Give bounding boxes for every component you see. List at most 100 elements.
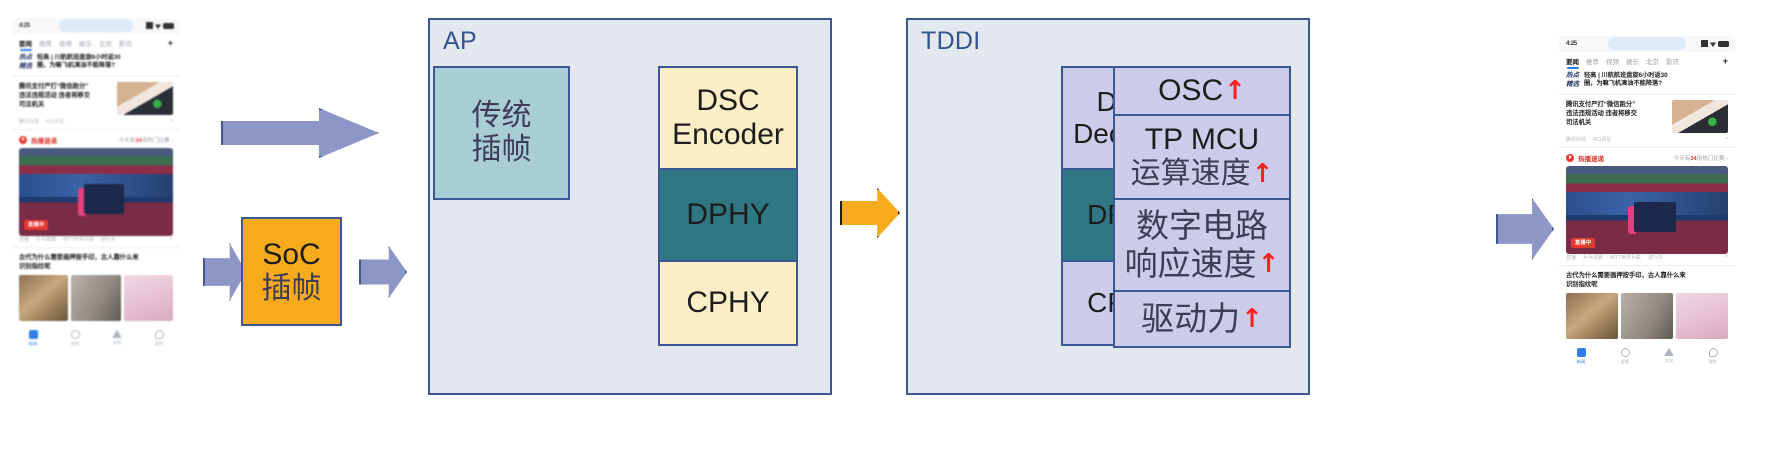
ap-cphy-label: CPHY (686, 285, 770, 319)
dismiss-icon[interactable]: × (170, 235, 173, 242)
hot-topic-row[interactable]: 热点 精选 轻高 | 川航航班盘旋6小时返30 圈，为嘛飞机凑油不能降落? (12, 50, 180, 77)
bottom-nav[interactable]: 新闻 视频 发现 我的 (1559, 345, 1735, 370)
news-item-1[interactable]: 腾讯支付严打“微信跑分” 违法违规活动 违者将移交 司法机关 (1559, 95, 1735, 136)
live-play-icon (19, 135, 27, 144)
soc-label-line2: 插帧 (261, 270, 322, 306)
status-time: 4:25 (1566, 41, 1577, 47)
tab-beijing[interactable]: 北京 (1646, 59, 1659, 66)
tab-yingxun[interactable]: 影讯 (1666, 59, 1679, 66)
improvement-driving-force-label: 驱动力 (1141, 299, 1241, 339)
improvement-driving-force: 驱动力 ↑ (1115, 292, 1289, 346)
phone-screenshot-left: 4:25 要闻 推荐 视频 娱乐 北京 影讯 + 热点 精选 轻高 | 川航航班… (12, 18, 180, 355)
live-section-title: 热播速递 (31, 137, 57, 145)
news-item-2-title: 古代为什么需要画押按手印，古人靠什么来 识别指纹呢 (19, 253, 139, 270)
dismiss-icon[interactable]: × (170, 117, 173, 124)
tab-bar[interactable]: 要闻 推荐 视频 娱乐 北京 影讯 + (12, 34, 180, 51)
tab-bar[interactable]: 要闻 推荐 视频 娱乐 北京 影讯 + (1559, 52, 1735, 69)
hot-topic-text: 轻高 | 川航航班盘旋6小时返30 圈，为嘛飞机凑油不能降落? (1584, 72, 1668, 88)
improvement-tp-mcu-line1: TP MCU (1144, 122, 1260, 156)
tddi-chip-label: TDDI (921, 27, 981, 55)
arrow-tddi-to-phone (1496, 198, 1554, 260)
wifi-icon (155, 24, 161, 29)
profile-icon (154, 329, 164, 339)
ap-dsc-encoder-line1: DSC (696, 83, 760, 117)
nav-item-discover[interactable]: 发现 (1647, 347, 1691, 365)
news-item-1-meta: 腾讯科技 421评论 × (1559, 136, 1735, 148)
news-item-1-meta: 腾讯科技 421评论 × (12, 118, 180, 130)
arrow-soc-to-ap (359, 246, 407, 298)
gallery-image-3 (123, 274, 173, 321)
dismiss-icon[interactable]: × (1725, 253, 1728, 260)
player-figure (77, 188, 87, 216)
tab-yingxun[interactable]: 影讯 (119, 41, 132, 48)
gallery-image-1 (19, 274, 69, 321)
live-video-thumbnail[interactable]: 直播中 (1566, 165, 1728, 254)
battery-icon (1718, 41, 1729, 47)
tab-underline (20, 49, 32, 51)
notch (59, 19, 133, 32)
home-icon (28, 329, 38, 339)
signal-icon (146, 22, 153, 29)
nav-item-video[interactable]: 视频 (54, 329, 96, 347)
phone-screenshot-right: 4:25 要闻 推荐 视频 娱乐 北京 影讯 + 热点 精选 轻高 | 川航航班… (1559, 36, 1735, 391)
live-section-link[interactable]: 今天有34场热门比赛 › (118, 137, 173, 144)
news-item-2-gallery (12, 273, 180, 321)
arrow-ap-to-tddi (840, 188, 900, 238)
live-section-header[interactable]: 热播速递 今天有34场热门比赛 › (12, 130, 180, 148)
bottom-nav[interactable]: 新闻 视频 发现 我的 (12, 327, 180, 352)
news-item-1[interactable]: 腾讯支付严打“微信跑分” 违法违规活动 违者将移交 司法机关 (12, 77, 180, 118)
ap-dsc-encoder-line2: Encoder (672, 118, 784, 151)
signal-icon (1701, 40, 1708, 47)
status-bar: 4:25 (1559, 36, 1735, 52)
ap-dphy-cell: DPHY (660, 170, 796, 262)
dismiss-icon[interactable]: × (1725, 135, 1728, 142)
add-tab-icon[interactable]: + (1722, 56, 1728, 66)
live-section-link[interactable]: 今天有34场热门比赛 › (1673, 155, 1728, 162)
tab-shipin[interactable]: 视频 (1606, 59, 1619, 66)
legacy-interpolation-block: 传统 插帧 (433, 66, 570, 200)
nav-item-profile[interactable]: 我的 (138, 329, 180, 347)
tab-yaowen[interactable]: 要闻 (19, 41, 32, 48)
battery-icon (163, 23, 174, 29)
tab-beijing[interactable]: 北京 (99, 41, 112, 48)
wifi-icon (1710, 42, 1716, 47)
nav-item-news[interactable]: 新闻 (12, 329, 54, 347)
up-arrow-icon: ↑ (1224, 76, 1246, 106)
news-item-2-title: 古代为什么需要画押按手印，古人靠什么来 识别指纹呢 (1566, 271, 1686, 288)
live-play-icon (1566, 153, 1574, 162)
nav-item-news[interactable]: 新闻 (1559, 347, 1603, 365)
video-icon (70, 329, 80, 339)
arrow-into-soc (203, 243, 246, 301)
up-arrow-icon: ↑ (1257, 248, 1280, 279)
nav-item-video[interactable]: 视频 (1603, 347, 1647, 365)
improvement-osc-label: OSC (1158, 73, 1224, 107)
news-item-2[interactable]: 古代为什么需要画押按手印，古人靠什么来 识别指纹呢 (12, 248, 180, 273)
add-tab-icon[interactable]: + (167, 38, 173, 48)
ap-chip-label: AP (443, 27, 477, 55)
news-item-2[interactable]: 古代为什么需要画押按手印，古人靠什么来 识别指纹呢 (1559, 266, 1735, 291)
tab-yule[interactable]: 娱乐 (1626, 59, 1639, 66)
live-video-thumbnail[interactable]: 直播中 (19, 147, 173, 236)
news-item-1-title: 腾讯支付严打“微信跑分” 违法违规活动 违者将移交 司法机关 (1566, 100, 1638, 126)
live-video-meta: 直播 乒乓球赛 WTT世界乒联 进行中 × (12, 236, 180, 248)
live-video-meta: 直播 乒乓球赛 WTT世界乒联 进行中 × (1559, 254, 1735, 266)
gallery-image-1 (1566, 292, 1618, 339)
news-item-2-gallery (1559, 291, 1735, 339)
tab-tuijian[interactable]: 推荐 (39, 41, 52, 48)
nav-item-profile[interactable]: 我的 (1691, 347, 1735, 365)
tab-shipin[interactable]: 视频 (59, 41, 72, 48)
live-badge: 直播中 (1571, 237, 1596, 248)
news-item-1-thumbnail (1672, 99, 1728, 133)
hot-topic-row[interactable]: 热点 精选 轻高 | 川航航班盘旋6小时返30 圈，为嘛飞机凑油不能降落? (1559, 68, 1735, 95)
nav-item-discover[interactable]: 发现 (96, 329, 138, 347)
live-section-header[interactable]: 热播速递 今天有34场热门比赛 › (1559, 148, 1735, 166)
hot-badge: 热点 精选 (19, 54, 32, 70)
tab-tuijian[interactable]: 推荐 (1586, 59, 1599, 66)
tab-yaowen[interactable]: 要闻 (1566, 59, 1579, 66)
tab-yule[interactable]: 娱乐 (79, 41, 92, 48)
status-bar: 4:25 (12, 18, 180, 34)
ap-phy-stack: DSC Encoder DPHY CPHY (658, 66, 798, 346)
tddi-improvements-stack: OSC ↑ TP MCU 运算速度 ↑ 数字电路 响应速度 ↑ 驱动力 ↑ (1113, 66, 1291, 348)
discover-icon (112, 329, 122, 338)
gallery-image-2 (1621, 292, 1673, 339)
